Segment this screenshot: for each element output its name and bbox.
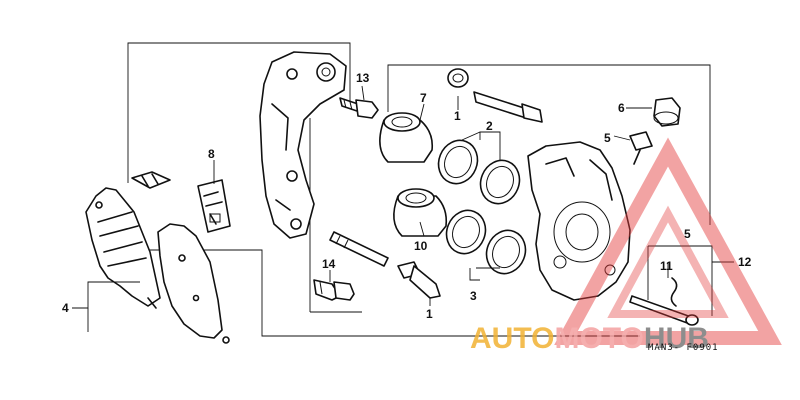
callout-14: 14 <box>322 257 336 271</box>
drawing-code: MAN3- F0901 <box>648 343 719 353</box>
bleeder-cap-7 <box>653 97 681 127</box>
callout-9: 8 <box>208 147 215 161</box>
callout-8: 7 <box>420 91 427 105</box>
callout-1-top: 1 <box>454 109 461 123</box>
callout-leaders <box>72 85 734 332</box>
callout-6: 5 <box>604 131 611 145</box>
pad-pin-5 <box>629 295 699 326</box>
piston-8 <box>379 112 434 163</box>
pin-bolt-14 <box>313 279 355 301</box>
brake-pad-set <box>85 187 230 344</box>
autotomotohub-watermark: AUTOMOTOHUB <box>470 137 782 355</box>
callout-12: 12 <box>738 255 752 269</box>
callout-labels: 8 4 13 14 7 10 1 1 2 3 6 5 5 11 12 <box>62 71 752 321</box>
piston-seals-3 <box>445 209 527 275</box>
pad-shim <box>131 171 171 189</box>
watermark-auto: AUTO <box>470 322 554 355</box>
piston-10 <box>393 188 448 237</box>
pin-clip-11 <box>670 277 678 307</box>
callout-11: 11 <box>660 259 673 273</box>
boot-1-top <box>447 68 543 123</box>
callout-3: 3 <box>470 289 477 303</box>
watermark-triangle-icon <box>554 137 782 345</box>
watermark-moto: MOTO <box>554 322 643 355</box>
callout-5: 5 <box>684 227 691 241</box>
pad-spring <box>197 179 231 233</box>
caliper-bracket <box>259 51 347 239</box>
slide-pin <box>329 231 389 267</box>
callout-10: 10 <box>414 239 428 253</box>
piston-seals-2 <box>437 139 521 205</box>
caliper-body <box>527 141 631 301</box>
callout-4: 4 <box>62 301 69 315</box>
boot-1-bottom <box>397 261 441 299</box>
callout-13: 13 <box>356 71 370 85</box>
callout-7: 6 <box>618 101 625 115</box>
callout-1-bottom: 1 <box>426 307 433 321</box>
watermark-text: AUTOMOTOHUB <box>470 322 709 355</box>
watermark-hub: HUB <box>644 322 709 355</box>
callout-2: 2 <box>486 119 493 133</box>
bleeder-valve-6 <box>629 131 653 165</box>
bolt-13 <box>339 97 379 119</box>
